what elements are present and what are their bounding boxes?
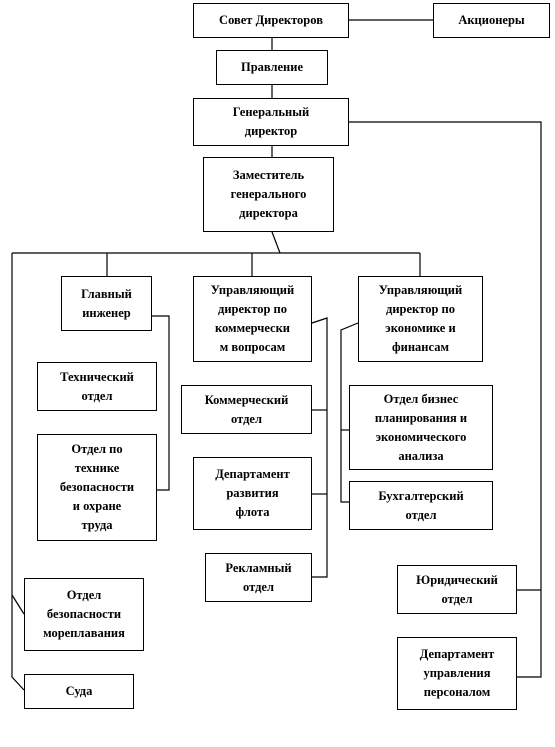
labor-safety-department-box: Отдел по технике безопасности и охране т…	[37, 434, 157, 541]
chief-engineer-box: Главный инженер	[61, 276, 152, 331]
technical-department-box: Технический отдел	[37, 362, 157, 411]
commercial-department-box: Коммерческий отдел	[181, 385, 312, 434]
business-planning-department-box: Отдел бизнес планирования и экономическо…	[349, 385, 493, 470]
hr-department-box: Департамент управления персоналом	[397, 637, 517, 710]
vessels-box: Суда	[24, 674, 134, 709]
fleet-development-department-box: Департамент развития флота	[193, 457, 312, 530]
management-board-box: Правление	[216, 50, 328, 85]
general-director-box: Генеральный директор	[193, 98, 349, 146]
shareholders-box: Акционеры	[433, 3, 550, 38]
commercial-director-box: Управляющий директор по коммерчески м во…	[193, 276, 312, 362]
board-of-directors-box: Совет Директоров	[193, 3, 349, 38]
accounting-department-box: Бухгалтерский отдел	[349, 481, 493, 530]
navigation-safety-department-box: Отдел безопасности мореплавания	[24, 578, 144, 651]
legal-department-box: Юридический отдел	[397, 565, 517, 614]
finance-director-box: Управляющий директор по экономике и фина…	[358, 276, 483, 362]
deputy-director-box: Заместитель генерального директора	[203, 157, 334, 232]
advertising-department-box: Рекламный отдел	[205, 553, 312, 602]
